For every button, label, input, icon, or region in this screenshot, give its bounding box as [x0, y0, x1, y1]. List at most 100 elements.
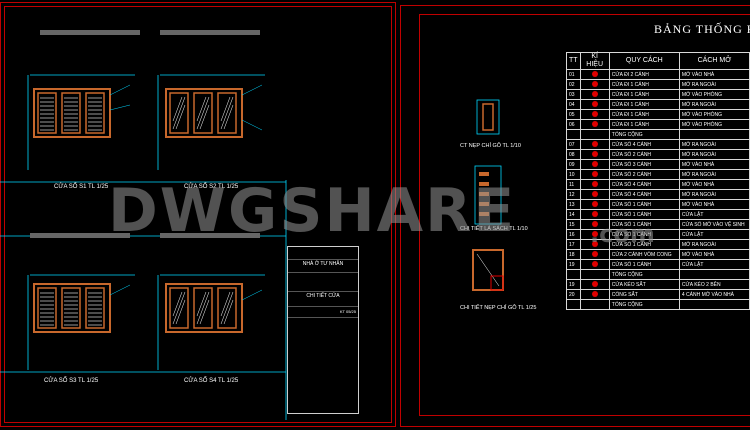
row-opening: MỞ VÀO NHÀ	[678, 179, 750, 190]
row-spec: CỬA ĐI 2 CÁNH	[608, 69, 680, 80]
row-symbol	[579, 209, 610, 220]
row-symbol	[579, 269, 610, 280]
row-number: 12	[566, 189, 581, 200]
door-symbol-icon	[591, 221, 598, 228]
row-opening	[678, 269, 750, 280]
row-symbol	[579, 289, 610, 300]
door-symbol-icon	[591, 201, 598, 208]
left-drawings	[0, 30, 287, 420]
row-symbol	[579, 189, 610, 200]
row-spec: CỬA ĐI 1 CÁNH	[608, 109, 680, 120]
row-symbol	[579, 179, 610, 190]
row-symbol	[579, 199, 610, 210]
door-symbol-icon	[591, 161, 598, 168]
row-opening: MỞ RA NGOÀI	[678, 239, 750, 250]
row-spec: CỔNG SẮT	[608, 289, 680, 300]
row-spec: TỔNG CỘNG	[608, 299, 680, 310]
row-symbol	[579, 99, 610, 110]
row-opening: MỞ VÀO NHÀ	[678, 199, 750, 210]
view-caption: CỬA SỔ S4 TL 1/25	[184, 378, 239, 384]
row-number: 11	[566, 179, 581, 190]
window-sash	[217, 92, 237, 134]
row-opening: MỞ VÀO PHÒNG	[678, 109, 750, 120]
row-opening: MỞ VÀO NHÀ	[678, 249, 750, 260]
view-caption: CỬA SỔ S2 TL 1/25	[184, 184, 239, 190]
row-symbol	[579, 109, 610, 120]
row-symbol	[579, 159, 610, 170]
watermark: DWGSHARE	[108, 176, 517, 246]
row-symbol	[579, 149, 610, 160]
watermark-suffix: .com	[590, 220, 655, 248]
row-opening	[678, 129, 750, 140]
row-symbol	[579, 69, 610, 80]
left-drawing-sheet	[0, 2, 396, 427]
row-number: 15	[566, 219, 581, 230]
row-number: 10	[566, 169, 581, 180]
row-spec: CỬA SỔ 4 CÁNH	[608, 139, 680, 150]
detail-drawings	[472, 99, 504, 291]
window-sash	[37, 92, 57, 134]
door-symbol-icon	[591, 111, 598, 118]
row-number: 09	[566, 159, 581, 170]
door-symbol-icon	[591, 141, 598, 148]
row-opening: CỬA KÉO 2 BÊN	[678, 279, 750, 290]
right-inner-frame	[419, 14, 750, 416]
row-opening: CỬA SỔ MỞ VÀO VỆ SINH	[678, 219, 750, 230]
col-header: KÍ HIỆU	[579, 52, 610, 70]
row-symbol	[579, 119, 610, 130]
row-opening: MỞ VÀO NHÀ	[678, 69, 750, 80]
row-number: 18	[566, 249, 581, 260]
project-name: NHÀ Ở TƯ NHÂN	[288, 260, 358, 273]
row-spec: CỬA SỔ 1 CÁNH	[608, 209, 680, 220]
row-symbol	[579, 169, 610, 180]
door-symbol-icon	[591, 81, 598, 88]
row-opening: CỬA LẬT	[678, 209, 750, 220]
row-number: 14	[566, 209, 581, 220]
row-spec: CỬA SỔ 3 CÁNH	[608, 159, 680, 170]
row-spec: CỬA SỔ 1 CÁNH	[608, 199, 680, 210]
row-symbol	[579, 299, 610, 310]
window-sash	[193, 92, 213, 134]
window-sash	[169, 92, 189, 134]
row-number: 02	[566, 79, 581, 90]
window-sash	[85, 92, 105, 134]
left-inner-frame	[4, 6, 392, 423]
view-caption: CỬA SỔ S1 TL 1/25	[54, 184, 109, 190]
row-spec: TỔNG CỘNG	[608, 129, 680, 140]
row-number: 19	[566, 259, 581, 270]
row-number: 03	[566, 89, 581, 100]
window-sash	[193, 287, 213, 329]
row-symbol	[579, 79, 610, 90]
title-block: NHÀ Ở TƯ NHÂN CHI TIẾT CỬA KT 05/25	[287, 246, 359, 414]
row-spec: TỔNG CỘNG	[608, 269, 680, 280]
door-symbol-icon	[591, 91, 598, 98]
row-spec: CỬA ĐI 1 CÁNH	[608, 99, 680, 110]
door-symbol-icon	[591, 171, 598, 178]
row-opening: MỞ RA NGOÀI	[678, 139, 750, 150]
row-number: 06	[566, 119, 581, 130]
row-opening: CỬA LẬT	[678, 229, 750, 240]
row-spec: CỬA ĐI 1 CÁNH	[608, 89, 680, 100]
door-symbol-icon	[591, 231, 598, 238]
row-symbol	[579, 279, 610, 290]
window-sash	[37, 287, 57, 329]
row-number: 07	[566, 139, 581, 150]
table-row: TỔNG CỘNG	[566, 129, 750, 140]
row-spec: CỬA SỔ 4 CÁNH	[608, 189, 680, 200]
table-row: TỔNG CỘNG	[566, 299, 750, 310]
row-spec: CỬA SỔ 2 CÁNH	[608, 149, 680, 160]
door-symbol-icon	[591, 211, 598, 218]
detail-caption: CHI TIẾT NẸP CHỈ GỖ TL 1/25	[460, 305, 537, 311]
